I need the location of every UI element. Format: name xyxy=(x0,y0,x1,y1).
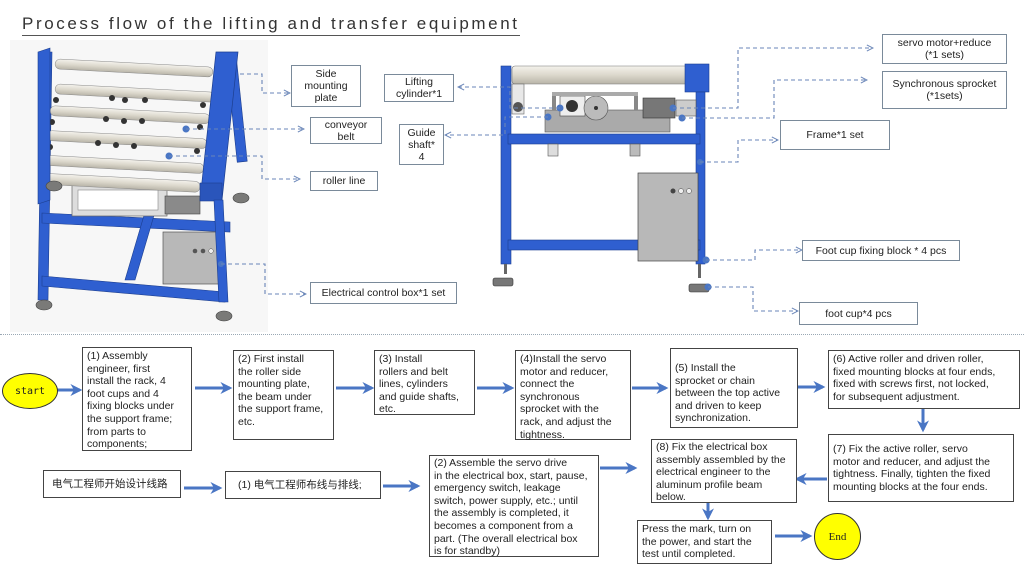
step-text: (6) Active roller and driven roller, fix… xyxy=(833,353,996,403)
flow-step-mech-6: (6) Active roller and driven roller, fix… xyxy=(828,350,1020,409)
left-machine-illustration xyxy=(10,40,268,332)
label-electrical-control-box: Electrical control box*1 set xyxy=(310,282,457,304)
flow-step-mech-7: (7) Fix the active roller, servo motor a… xyxy=(828,434,1014,502)
step-text: (8) Fix the electrical box assembly asse… xyxy=(656,441,786,504)
leader-foot-cup-fixing-block xyxy=(706,250,802,261)
label-foot-cup-fixing-block: Foot cup fixing block * 4 pcs xyxy=(802,240,960,261)
start-terminal: start xyxy=(2,373,58,409)
step-text: (3) Install rollers and belt lines, cyli… xyxy=(379,353,459,416)
leader-lifting-cylinder xyxy=(458,87,560,109)
step-text: 电气工程师开始设计线路 xyxy=(52,477,168,490)
leader-servo-motor xyxy=(673,48,873,109)
step-text: (4)Install the servo motor and reducer, … xyxy=(520,353,612,441)
flow-step-mech-5: (5) Install the sprocket or chain betwee… xyxy=(670,348,798,428)
leader-frame xyxy=(700,140,778,163)
page-title: Process flow of the lifting and transfer… xyxy=(22,14,520,36)
flow-step-mech-3: (3) Install rollers and belt lines, cyli… xyxy=(374,350,475,415)
section-divider xyxy=(0,334,1024,335)
step-text: (2) Assemble the servo drive in the elec… xyxy=(434,457,588,558)
step-text: (1) 电气工程师布线与排线; xyxy=(238,478,362,491)
label-guide-shaft: Guide shaft* 4 xyxy=(399,124,444,165)
right-machine-illustration xyxy=(492,63,712,293)
flow-step-elec-2: (2) Assemble the servo drive in the elec… xyxy=(429,455,599,557)
leader-guide-shaft xyxy=(445,116,548,135)
step-text: (2) First install the roller side mounti… xyxy=(238,353,324,428)
flow-step-mech-1: (1) Assembly engineer, first install the… xyxy=(82,347,192,451)
label-conveyor-belt: conveyor belt xyxy=(310,117,382,144)
label-synchronous-sprocket: Synchronous sprocket (*1sets) xyxy=(882,71,1007,109)
flow-step-mech-8: (8) Fix the electrical box assembly asse… xyxy=(651,439,797,503)
flow-step-elec-start: 电气工程师开始设计线路 xyxy=(43,470,181,498)
flow-step-mech-2: (2) First install the roller side mounti… xyxy=(233,350,334,440)
step-text: (7) Fix the active roller, servo motor a… xyxy=(833,443,991,493)
label-lifting-cylinder: Lifting cylinder*1 xyxy=(384,74,454,102)
flow-step-mech-4: (4)Install the servo motor and reducer, … xyxy=(515,350,631,441)
leader-roller-line xyxy=(169,155,300,179)
leader-foot-cup xyxy=(708,286,798,311)
label-foot-cup: foot cup*4 pcs xyxy=(799,302,918,325)
end-terminal: End xyxy=(814,513,861,560)
label-roller-line: roller line xyxy=(310,171,378,191)
leader-lines xyxy=(169,48,873,311)
label-side-mounting-plate: Side mounting plate xyxy=(291,65,361,107)
step-text: (1) Assembly engineer, first install the… xyxy=(87,350,174,451)
leader-side-mounting-plate xyxy=(240,73,290,93)
step-text: Press the mark, turn on the power, and s… xyxy=(642,523,752,561)
flow-step-elec-1: (1) 电气工程师布线与排线; xyxy=(225,471,381,499)
leader-synchronous-sprocket xyxy=(682,80,867,119)
flow-arrows xyxy=(57,381,929,542)
label-servo-motor: servo motor+reduce (*1 sets) xyxy=(882,34,1007,64)
flow-step-final-test: Press the mark, turn on the power, and s… xyxy=(637,520,772,564)
leader-electrical-box xyxy=(221,263,306,294)
rollers xyxy=(39,58,216,193)
label-frame: Frame*1 set xyxy=(780,120,890,150)
step-text: (5) Install the sprocket or chain betwee… xyxy=(675,362,781,425)
